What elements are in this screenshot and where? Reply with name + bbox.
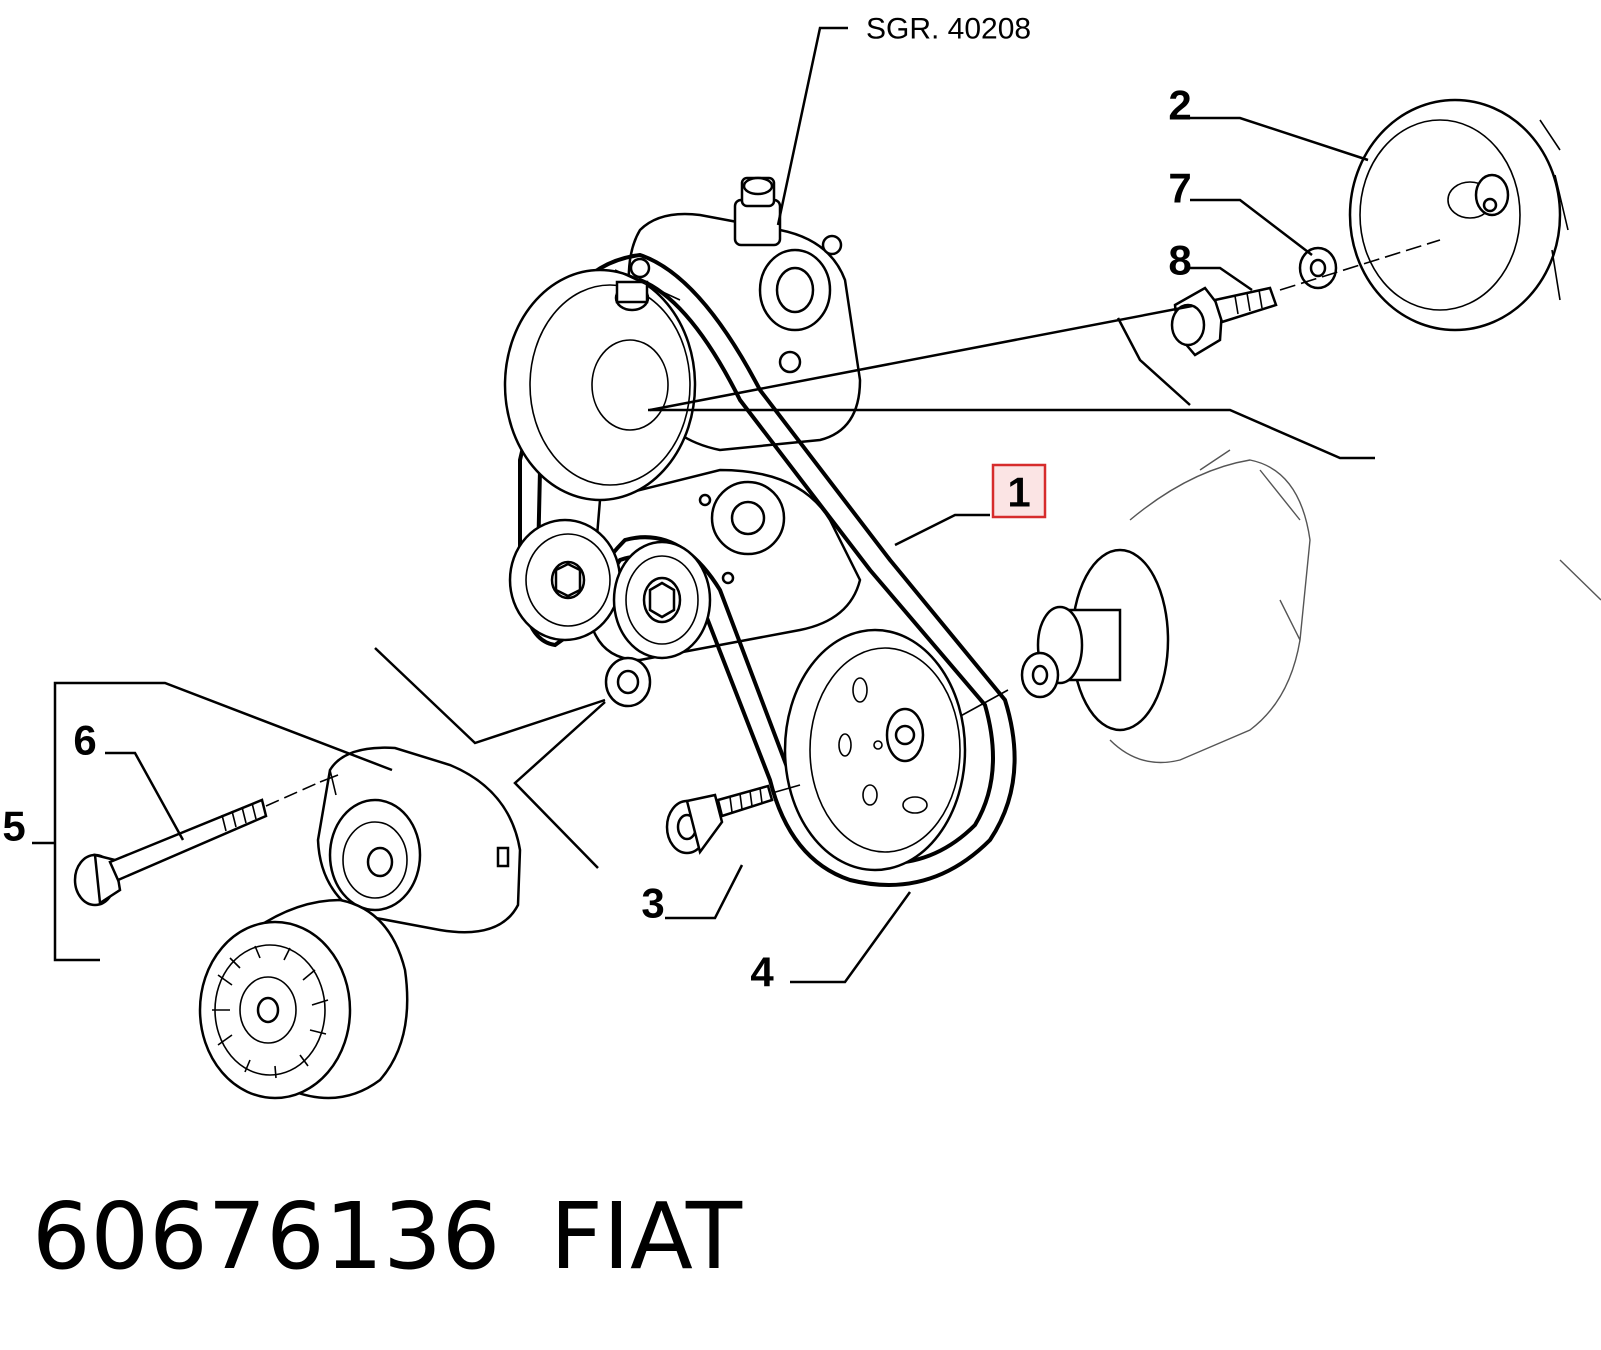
pulley-bolt (1170, 239, 1441, 357)
idler-pulley-center (612, 540, 712, 660)
crankshaft-nose (934, 548, 1170, 732)
part-number: 60676136 (32, 1183, 500, 1290)
callout-8: 8 (1168, 237, 1191, 284)
engine-block-sketch (1109, 449, 1601, 764)
crank-pulley-screw (665, 784, 801, 855)
callout-7: 7 (1168, 165, 1191, 212)
washer (1298, 246, 1338, 290)
reference-label: SGR. 40208 (866, 13, 1031, 46)
accessory-pulley (1348, 98, 1569, 332)
callout-2: 2 (1168, 82, 1191, 129)
callout-1: 1 (1007, 469, 1030, 516)
crankshaft-pulley (783, 628, 967, 872)
callout-6: 6 (73, 717, 96, 764)
callout-3: 3 (641, 880, 664, 927)
callout-4: 4 (750, 949, 774, 996)
callout-5: 5 (2, 803, 25, 850)
tensioner-bolt (73, 769, 339, 907)
highlight-box (991, 463, 1047, 519)
brand-name: FIAT (550, 1183, 743, 1290)
leader-lines (32, 26, 1375, 984)
tensioner-assembly (198, 746, 522, 1100)
pump-pulley (503, 268, 697, 502)
idler-pulley-left (508, 518, 622, 642)
